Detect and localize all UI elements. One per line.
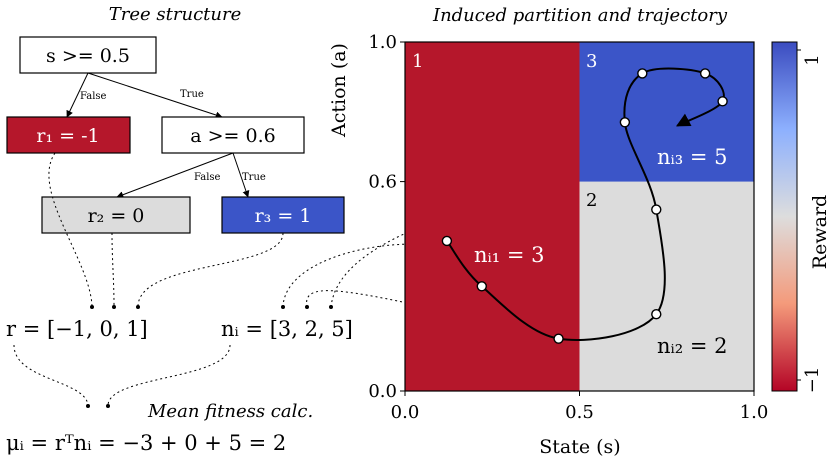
trajectory-points (441, 68, 728, 344)
mean-dot-n (106, 404, 110, 408)
trajectory-point (717, 96, 728, 107)
r-vector-dot-1 (90, 305, 94, 309)
trajectory-point (553, 333, 564, 344)
x-tick-label: 0.5 (565, 402, 594, 423)
mean-dot-r (86, 404, 90, 408)
connector-n3 (330, 162, 651, 308)
connector-r2-to-vector (111, 232, 115, 307)
tree-leaf-r3 (221, 196, 345, 234)
edge-root-true (87, 72, 223, 119)
tree-node-root (19, 36, 157, 74)
connector-r1-to-vector (48, 152, 93, 307)
n-vector: nᵢ = [3, 2, 5] (221, 317, 353, 341)
r-vector-dot-3 (136, 305, 140, 309)
edge-inner-true (232, 152, 250, 198)
region-2 (579, 181, 754, 391)
edge-root-false-label: False (80, 91, 107, 102)
count-label-n3: nᵢ₃ = 5 (657, 145, 727, 169)
y-tick-label: 0.0 (368, 381, 397, 402)
x-axis-label: State (s) (539, 436, 620, 458)
colorbar-tick-label-bottom: −1 (802, 367, 823, 394)
x-tick-label: 1.0 (740, 402, 769, 423)
tree-leaf-r3-label: r₃ = 1 (255, 205, 312, 227)
r-vector: r = [−1, 0, 1] (6, 317, 148, 341)
tree-leaf-r1 (6, 116, 131, 154)
mean-title: Mean fitness calc. (147, 401, 313, 422)
connector-n-to-mean (107, 344, 231, 406)
y-axis-ticks: 0.0 0.6 1.0 (368, 32, 405, 402)
trajectory-point (699, 68, 711, 79)
y-tick-label: 1.0 (368, 32, 397, 53)
edge-root-true-label: True (180, 89, 204, 100)
trajectory-point (619, 117, 631, 128)
tree-node-inner (161, 116, 305, 154)
tree-title: Tree structure (109, 4, 241, 25)
tree-node-inner-label: a >= 0.6 (190, 125, 275, 147)
count-label-n1: nᵢ₁ = 3 (474, 243, 544, 267)
colorbar-label: Reward (809, 195, 829, 269)
x-tick-label: 0.0 (391, 402, 420, 423)
y-axis-label: Action (a) (328, 43, 350, 138)
colorbar (771, 41, 798, 392)
plot-title: Induced partition and trajectory (432, 5, 728, 26)
colorbar-tick-label-top: 1 (802, 54, 823, 65)
y-tick-label: 0.6 (368, 172, 397, 193)
connector-r3-to-vector (137, 232, 284, 307)
edge-inner-false (116, 152, 234, 199)
tree-leaf-r1-label: r₁ = -1 (36, 125, 99, 147)
trajectory-point (651, 309, 662, 320)
tree-leaf-r2-label: r₂ = 0 (88, 205, 145, 227)
trajectory-line (446, 67, 725, 341)
connector-r-to-mean (13, 344, 89, 406)
region-2-label: 2 (586, 190, 597, 211)
tree-node-root-label: s >= 0.5 (46, 45, 130, 67)
trajectory-point (441, 235, 453, 247)
r-vector-dot-2 (112, 305, 116, 309)
trajectory-point (637, 68, 648, 79)
region-3 (579, 42, 754, 182)
tree-leaf-r2 (41, 196, 191, 234)
edge-inner-false-label: False (194, 172, 221, 183)
edge-inner-true-label: True (242, 172, 266, 183)
region-3-label: 3 (586, 51, 597, 72)
region-1-label: 1 (412, 51, 423, 72)
trajectory-point (651, 204, 662, 215)
region-1 (405, 42, 580, 391)
trajectory-point (476, 281, 487, 292)
edge-root-false (66, 72, 89, 118)
mean-formula: μᵢ = rᵀnᵢ = −3 + 0 + 5 = 2 (6, 431, 286, 455)
count-label-n2: nᵢ₂ = 2 (657, 334, 727, 358)
x-axis-ticks: 0.0 0.5 1.0 (391, 391, 769, 423)
